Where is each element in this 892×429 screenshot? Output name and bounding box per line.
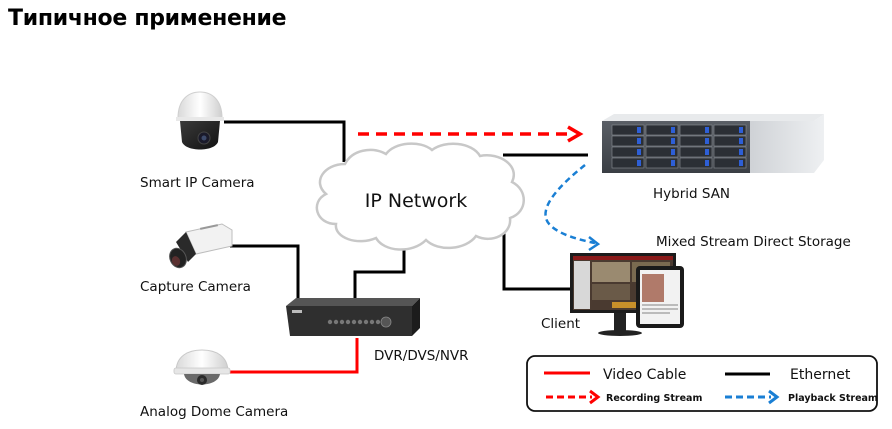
ip-network-label: IP Network: [365, 190, 467, 212]
ip-network-cloud: IP Network: [315, 142, 525, 251]
ethernet-line-network-client: [502, 224, 574, 291]
analog-dome-camera-label: Analog Dome Camera: [140, 404, 288, 420]
hybrid-san: [602, 114, 824, 173]
legend-label-recording-stream: Recording Stream: [606, 393, 702, 404]
recording-stream-arrow: [358, 125, 584, 143]
hybrid-san-label: Hybrid SAN: [653, 186, 730, 202]
legend-label-ethernet: Ethernet: [790, 367, 851, 383]
san-drive-bays: [611, 124, 747, 169]
ethernet-line-capture-camera: [230, 244, 300, 307]
page-title: Типичное применение: [8, 6, 287, 31]
capture-camera: [169, 223, 233, 269]
legend-label-video-cable: Video Cable: [603, 367, 686, 383]
smart-ip-camera: [176, 91, 224, 150]
client-label: Client: [541, 316, 580, 332]
recording-stream-arrowhead: [589, 389, 601, 405]
client-workstation: [570, 253, 684, 336]
analog-dome-camera: [173, 349, 231, 385]
playback-stream-arrowhead: [768, 389, 780, 405]
ethernet-line-dvr-network: [353, 247, 406, 298]
legend: Video Cable Ethernet Recording Stream Pl…: [526, 355, 878, 412]
legend-item-ethernet: Ethernet: [725, 367, 851, 383]
legend-label-playback-stream: Playback Stream: [788, 393, 878, 404]
smart-ip-camera-label: Smart IP Camera: [140, 175, 255, 191]
legend-item-video-cable: Video Cable: [544, 367, 686, 383]
ethernet-line-smart-camera: [224, 120, 346, 162]
video-cable-analog-dome: [230, 338, 359, 374]
legend-item-recording-stream: Recording Stream: [546, 389, 702, 405]
mixed-stream-label: Mixed Stream Direct Storage: [656, 234, 851, 250]
dvr-label: DVR/DVS/NVR: [374, 348, 469, 364]
legend-item-playback-stream: Playback Stream: [725, 389, 878, 405]
dvr-device: [286, 298, 420, 336]
playback-stream-arrow: [544, 164, 601, 252]
capture-camera-label: Capture Camera: [140, 279, 251, 295]
